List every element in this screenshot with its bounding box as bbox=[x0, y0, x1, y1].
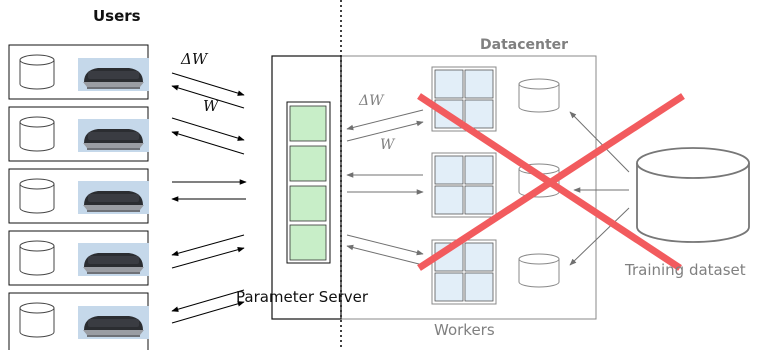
dataset-arrows bbox=[569, 111, 630, 266]
parameter-server-label: Parameter Server bbox=[236, 288, 368, 306]
training-dataset-label: Training dataset bbox=[625, 261, 746, 279]
training-dataset-icon bbox=[636, 147, 750, 243]
user-device-1 bbox=[8, 44, 149, 100]
user-server-arrows bbox=[171, 72, 247, 324]
delta-w-label-datacenter: ΔW bbox=[359, 93, 384, 109]
database-icon bbox=[19, 116, 55, 152]
datacenter-label: Datacenter bbox=[480, 37, 569, 53]
w-label-datacenter: W bbox=[380, 137, 395, 153]
users-label: Users bbox=[93, 7, 141, 25]
laptop-icon bbox=[78, 58, 149, 91]
database-icon bbox=[19, 54, 55, 90]
laptop-icon bbox=[78, 243, 149, 276]
server-worker-arrows bbox=[346, 109, 424, 266]
worker-node bbox=[431, 152, 497, 218]
worker-node bbox=[431, 66, 497, 132]
laptop-icon bbox=[78, 119, 149, 152]
user-device-2 bbox=[8, 106, 149, 162]
w-label: W bbox=[203, 97, 219, 115]
database-icon bbox=[19, 240, 55, 276]
parameter-cell bbox=[289, 185, 327, 222]
user-device-3 bbox=[8, 168, 149, 224]
database-icon bbox=[19, 302, 55, 338]
workers-label: Workers bbox=[434, 321, 495, 339]
delta-w-label: ΔW bbox=[181, 50, 208, 68]
database-icon bbox=[518, 253, 560, 288]
database-icon bbox=[19, 178, 55, 214]
parameter-cell bbox=[289, 105, 327, 142]
parameter-cell bbox=[289, 145, 327, 182]
user-device-5 bbox=[8, 292, 149, 354]
database-icon bbox=[518, 78, 560, 113]
parameter-cell bbox=[289, 224, 327, 261]
laptop-icon bbox=[78, 181, 149, 214]
user-device-4 bbox=[8, 230, 149, 286]
laptop-icon bbox=[78, 306, 149, 339]
cross-icon bbox=[417, 93, 685, 271]
